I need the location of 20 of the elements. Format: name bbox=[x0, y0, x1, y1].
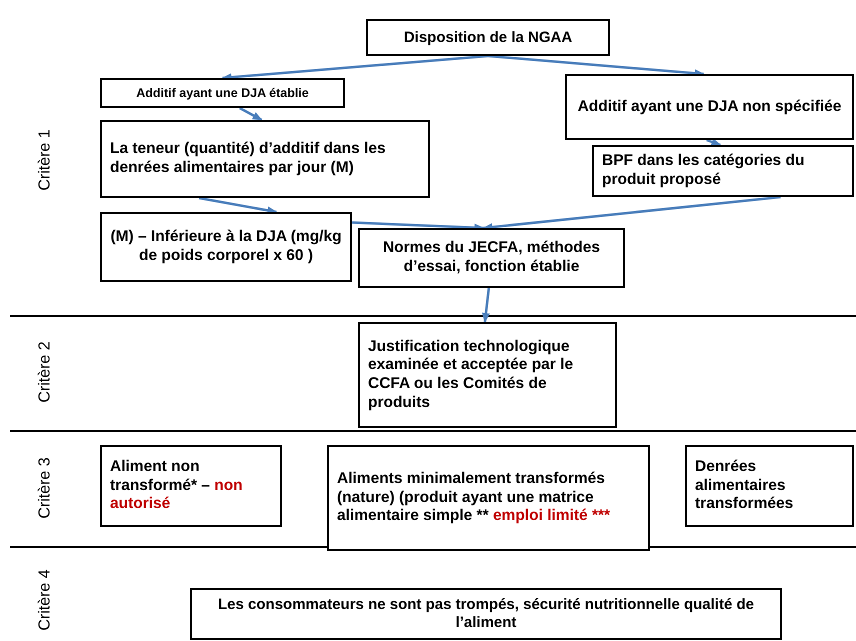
process-box: Additif ayant une DJA non spécifiée bbox=[565, 74, 854, 140]
process-box: Denrées alimentaires transformées bbox=[685, 445, 854, 527]
row-label: Critère 2 bbox=[36, 341, 54, 403]
process-box: (M) – Inférieure à la DJA (mg/kg de poids corporel x 60 ) bbox=[100, 212, 352, 282]
process-box: Disposition de la NGAA bbox=[366, 19, 610, 56]
process-box: Justification technologique examinée et acceptée par le CCFA ou les Comités de produits bbox=[358, 322, 617, 428]
process-box: Aliment non transformé* – non autorisé bbox=[100, 445, 282, 527]
arrow bbox=[706, 138, 722, 146]
row-label: Critère 3 bbox=[36, 457, 54, 519]
arrow bbox=[482, 288, 490, 323]
process-box: BPF dans les catégories du produit proposé bbox=[592, 145, 854, 197]
process-box: Additif ayant une DJA établie bbox=[100, 78, 345, 108]
process-box: Les consommateurs ne sont pas trompés, sécurité nutritionnelle qualité de l’aliment bbox=[190, 588, 782, 640]
process-box: Aliments minimalement transformés (nature) (produit ayant une matrice alimentaire simple ** emploi limité *** bbox=[327, 445, 650, 551]
arrow bbox=[198, 196, 278, 214]
row-label: Critère 4 bbox=[36, 569, 54, 631]
process-box: Normes du JECFA, méthodes d’essai, fonction établie bbox=[358, 228, 625, 288]
arrow bbox=[239, 106, 263, 122]
row-label: Critère 1 bbox=[36, 129, 54, 191]
process-box: La teneur (quantité) d’additif dans les denrées alimentaires par jour (M) bbox=[100, 120, 430, 198]
